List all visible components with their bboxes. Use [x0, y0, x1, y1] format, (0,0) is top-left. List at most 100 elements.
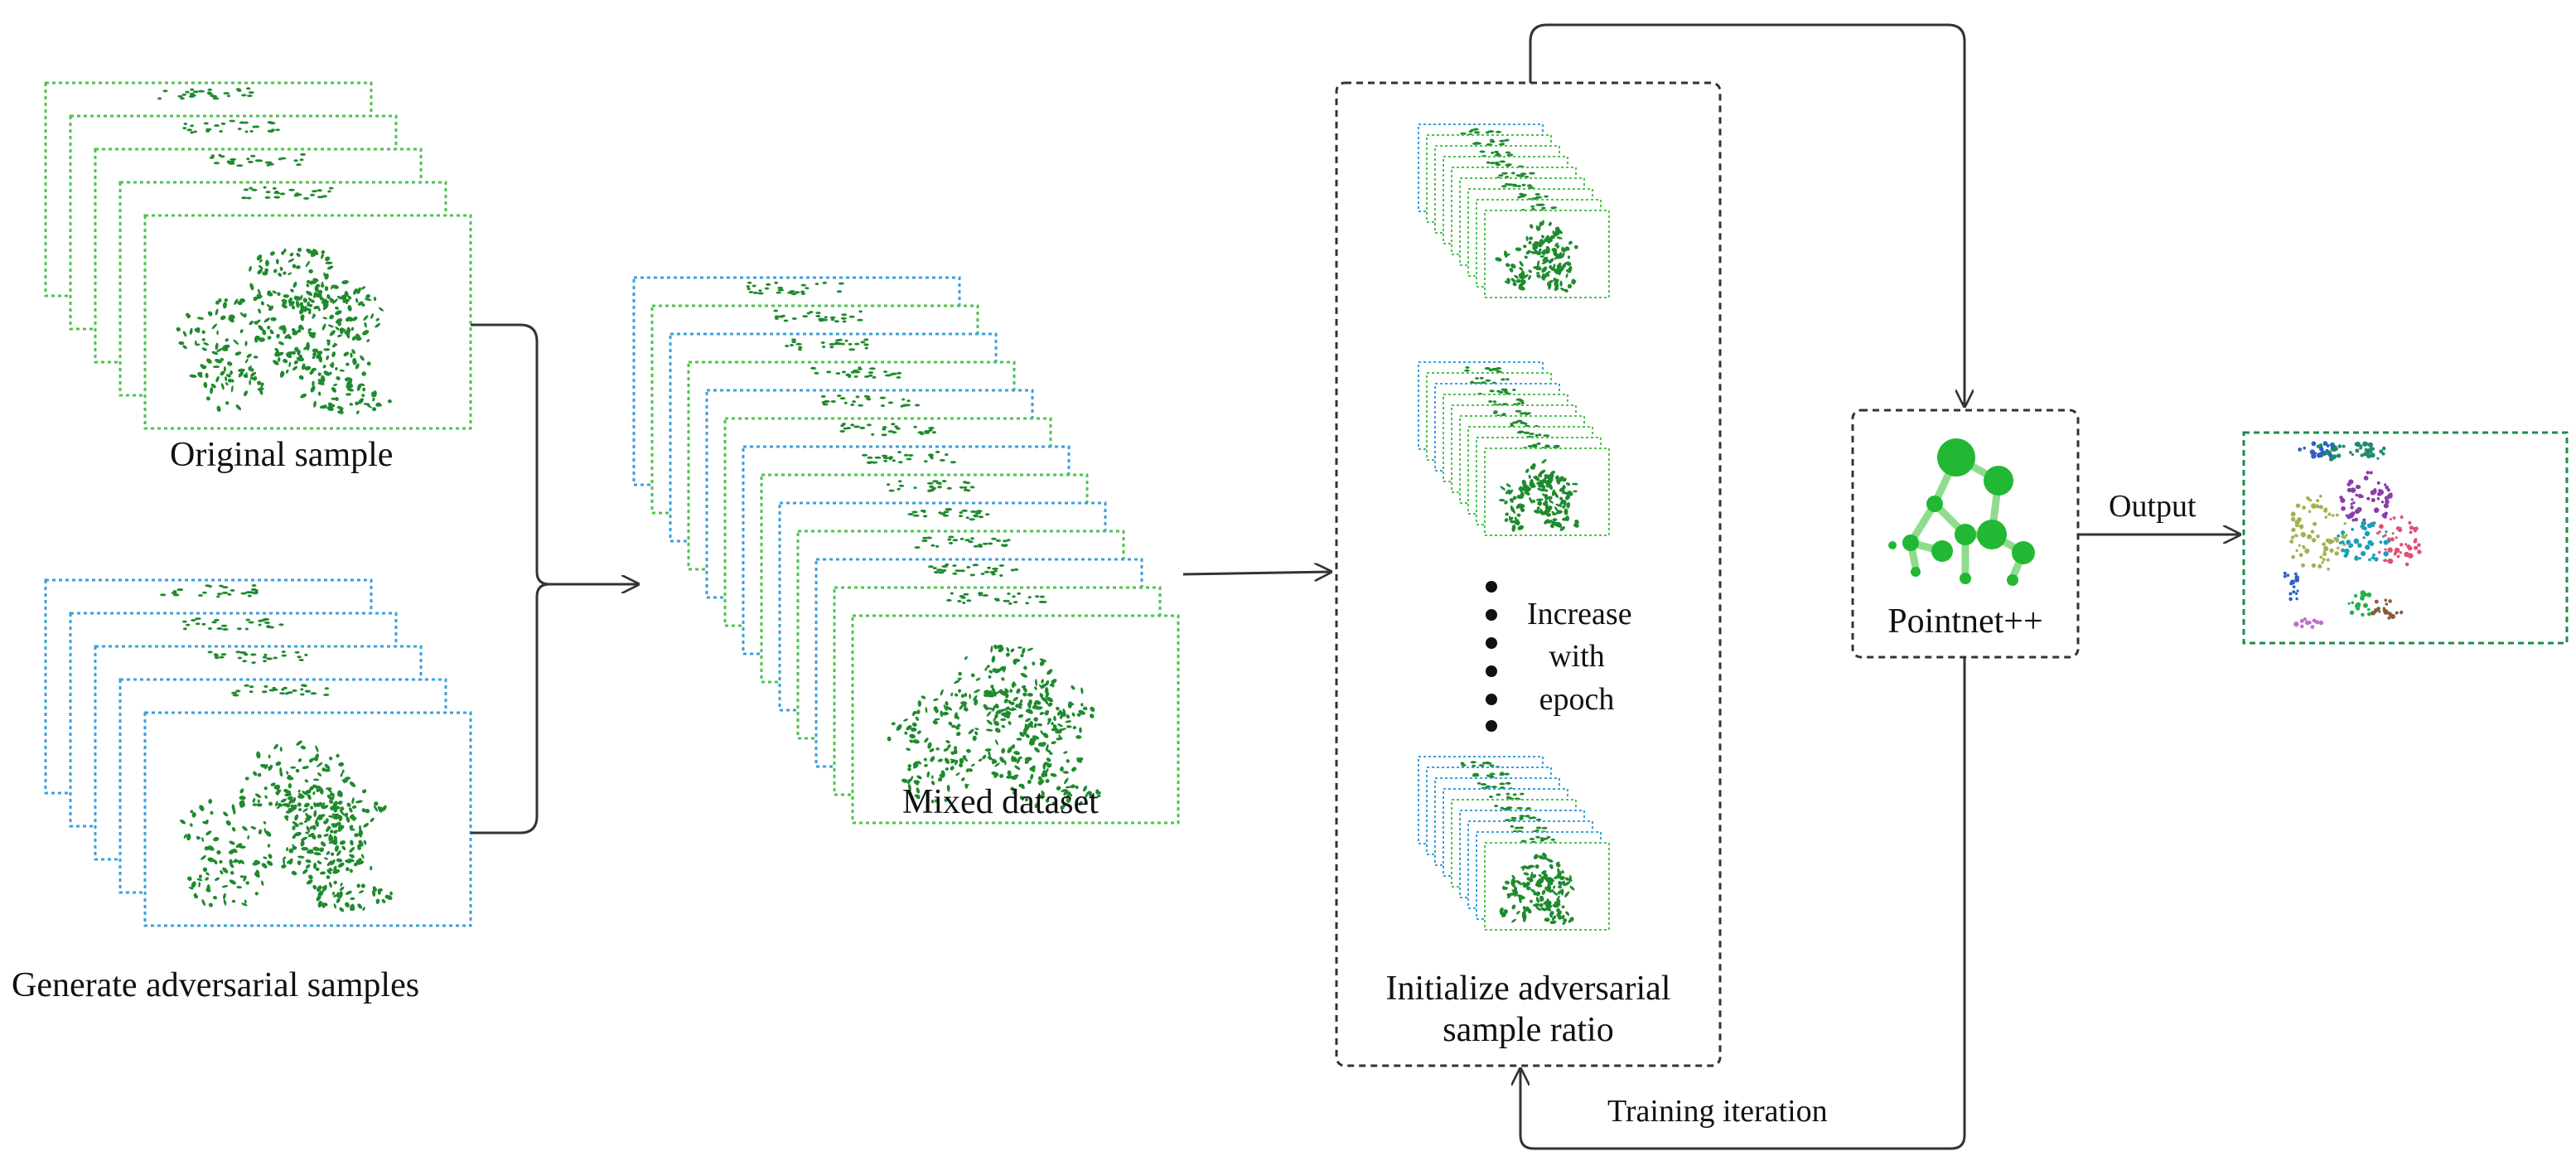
cloud-point — [815, 315, 821, 317]
cloud-point — [300, 314, 305, 319]
cloud-point — [363, 839, 367, 845]
segment-point — [2325, 448, 2329, 452]
cloud-point — [310, 805, 314, 810]
cloud-point — [931, 775, 934, 779]
cloud-point — [324, 687, 330, 690]
cloud-point — [212, 365, 220, 369]
cloud-point — [907, 767, 911, 772]
cloud-point — [249, 154, 256, 157]
cloud-point — [1539, 902, 1544, 907]
cloud-point — [281, 251, 285, 255]
cloud-point — [267, 129, 274, 133]
cloud-point — [1531, 445, 1538, 448]
cloud-point — [1510, 816, 1517, 820]
cloud-point — [199, 805, 205, 811]
segment-point — [2322, 542, 2327, 547]
cloud-point — [281, 863, 287, 869]
cloud-point — [322, 365, 326, 369]
cloud-point — [274, 196, 280, 199]
cloud-point — [1032, 704, 1038, 709]
cloud-point — [366, 339, 370, 343]
cloud-point — [297, 349, 301, 356]
cloud-point — [872, 375, 877, 379]
cloud-point — [201, 855, 206, 860]
segment-point — [2388, 599, 2392, 603]
cloud-point — [171, 592, 177, 595]
segment-point — [2374, 608, 2378, 612]
cloud-point — [880, 404, 886, 408]
cloud-point — [247, 594, 252, 597]
cloud-point — [352, 357, 357, 365]
cloud-point — [1546, 859, 1554, 863]
cloud-point — [326, 869, 332, 874]
cloud-point — [1534, 864, 1539, 869]
segment-point — [2351, 601, 2355, 604]
cloud-point — [1552, 903, 1559, 908]
cloud-point — [1553, 264, 1556, 268]
cloud-point — [249, 685, 254, 689]
cloud-point — [1024, 759, 1029, 764]
cloud-point — [939, 774, 945, 778]
cloud-point — [317, 860, 322, 865]
cloud-point — [1461, 763, 1467, 767]
cloud-point — [843, 427, 848, 430]
cloud-point — [973, 694, 978, 701]
cloud-point — [305, 689, 309, 693]
segment-point — [2318, 620, 2324, 626]
cloud-point — [945, 508, 951, 511]
segment-point — [2344, 548, 2350, 554]
cloud-point — [288, 301, 295, 307]
cloud-point — [334, 845, 339, 852]
cloud-point — [1533, 892, 1538, 896]
segment-point — [2327, 539, 2333, 544]
segment-point — [2288, 597, 2293, 602]
cloud-point — [774, 315, 779, 318]
cloud-point — [1561, 914, 1565, 920]
segment-point — [2311, 453, 2317, 459]
cloud-point — [1016, 738, 1022, 741]
segment-point — [2290, 512, 2295, 517]
cloud-point — [1090, 706, 1095, 712]
segment-point — [2343, 522, 2346, 525]
cloud-point — [1030, 765, 1036, 772]
segment-point — [2371, 498, 2375, 502]
cloud-point — [968, 768, 973, 772]
cloud-point — [1556, 265, 1561, 268]
cloud-point — [284, 692, 289, 695]
cloud-point — [193, 893, 197, 897]
cloud-point — [162, 89, 168, 93]
segment-point — [2382, 608, 2387, 613]
cloud-point — [994, 714, 998, 718]
cloud-point — [355, 401, 360, 406]
segment-point — [2290, 535, 2295, 539]
cloud-point — [309, 193, 316, 196]
cloud-point — [897, 451, 901, 454]
cloud-point — [948, 721, 953, 726]
cloud-point — [776, 291, 781, 294]
cloud-point — [216, 849, 221, 855]
cloud-point — [957, 677, 963, 680]
cloud-point — [1525, 468, 1530, 473]
arrow-top-loop — [1529, 23, 1965, 406]
segment-point — [2371, 489, 2377, 494]
cloud-point — [920, 433, 925, 436]
cloud-point — [346, 331, 350, 339]
cloud-point — [227, 593, 232, 596]
cloud-point — [354, 833, 359, 838]
cloud-point — [308, 874, 313, 880]
cloud-point — [265, 191, 271, 194]
cloud-point — [310, 251, 317, 258]
cloud-point — [333, 805, 341, 810]
cloud-point — [1551, 470, 1555, 475]
cloud-point — [1488, 796, 1494, 798]
cloud-point — [323, 694, 330, 696]
segment-point — [2395, 611, 2399, 615]
cloud-point — [1518, 273, 1522, 278]
cloud-point — [1043, 733, 1048, 738]
cloud-point — [277, 334, 279, 339]
cloud-point — [1571, 278, 1576, 285]
segment-point — [2341, 530, 2346, 535]
sample-frame — [143, 214, 472, 430]
cloud-point — [1000, 712, 1008, 716]
